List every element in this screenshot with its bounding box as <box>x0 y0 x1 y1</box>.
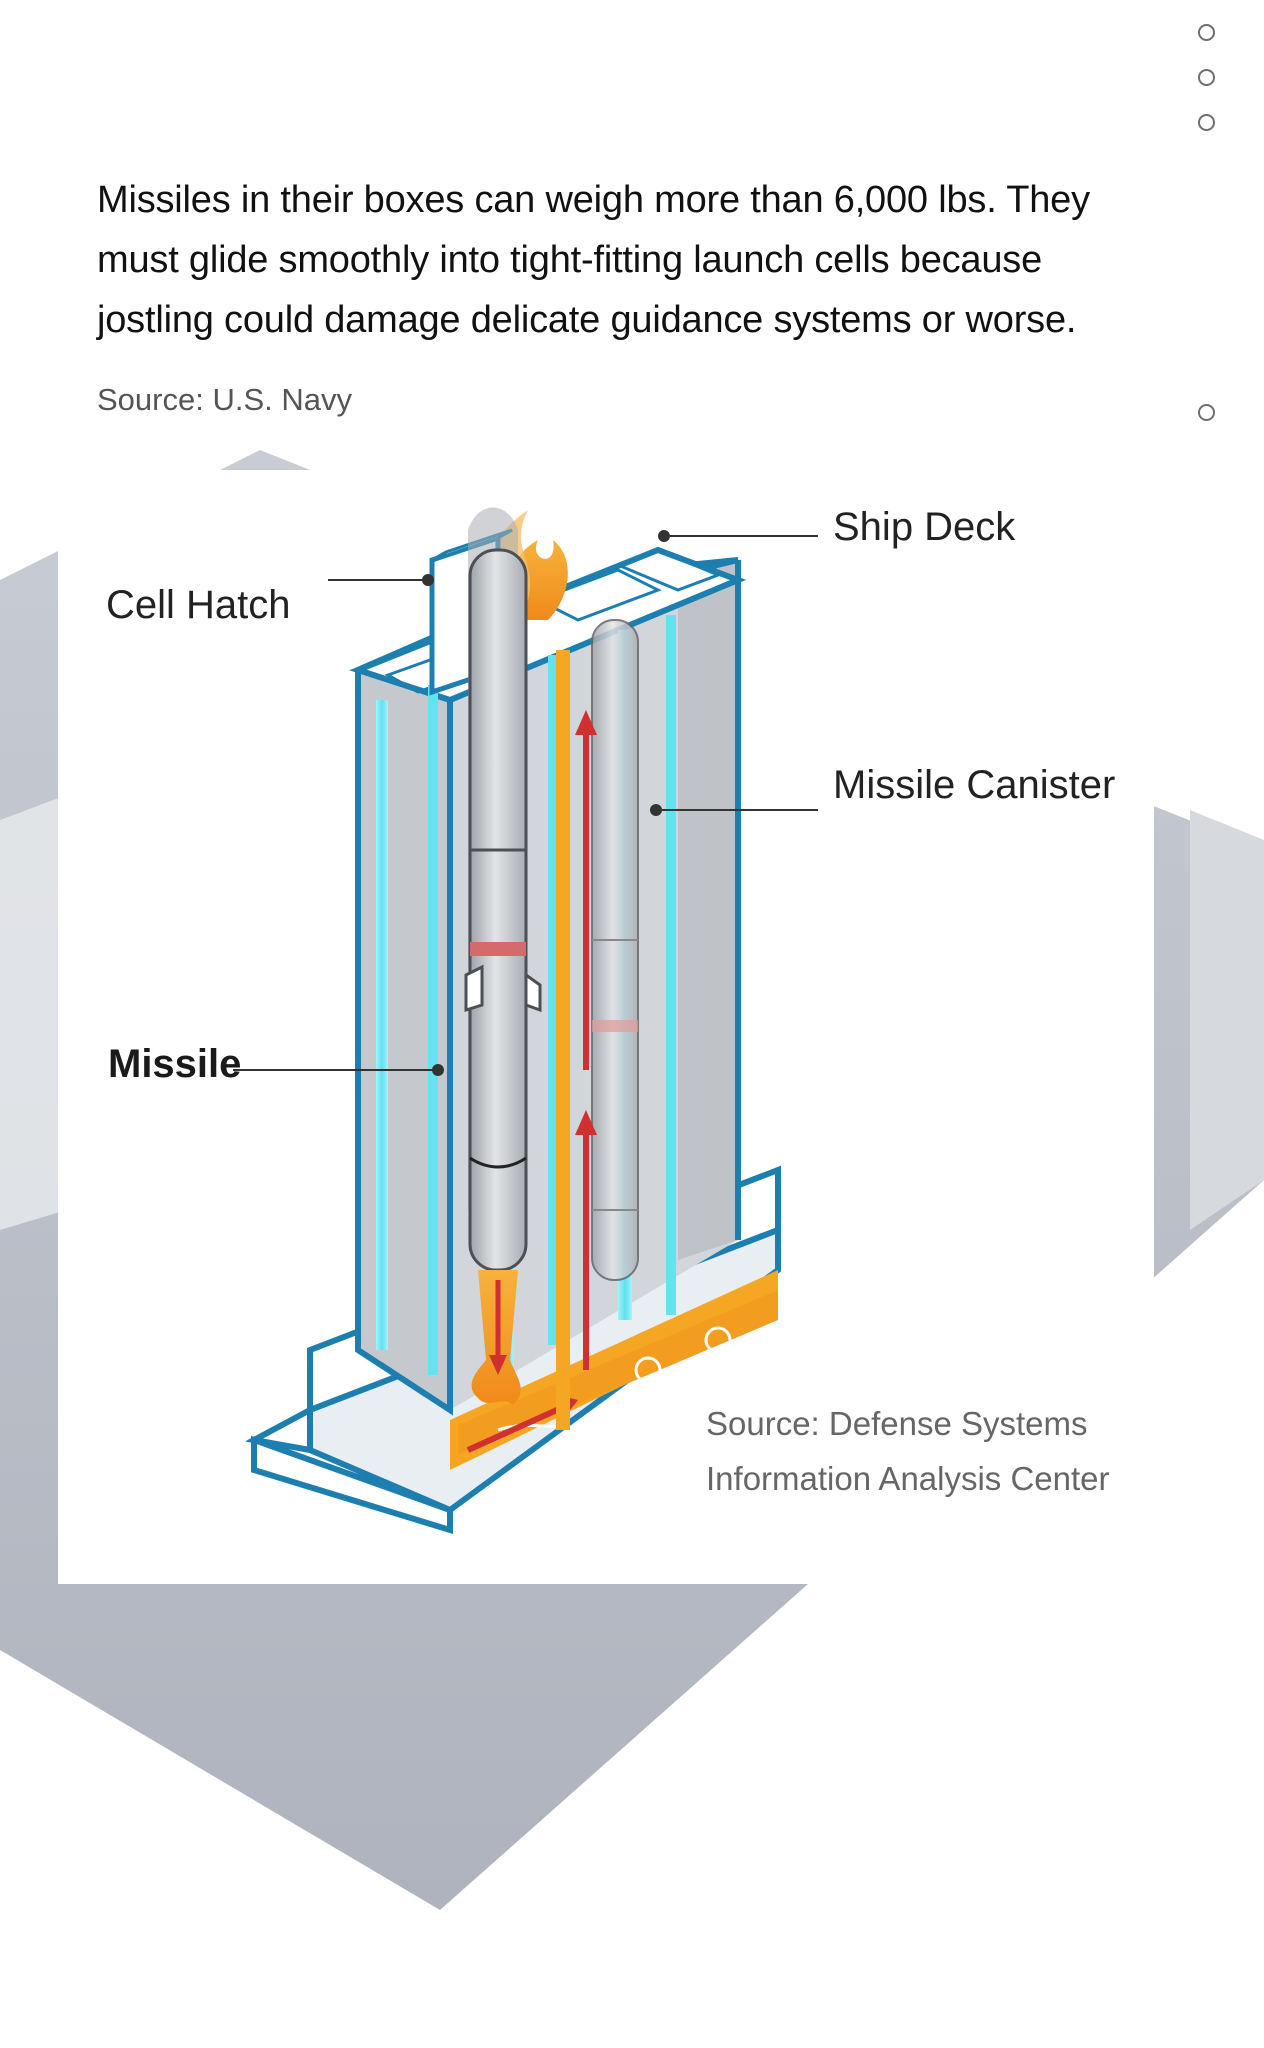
main-missile <box>464 507 542 1272</box>
leader-lines <box>233 530 818 1076</box>
cell-front-frame <box>355 560 741 1410</box>
source-credit-top: Source: U.S. Navy <box>97 382 352 417</box>
source-line-2: Information Analysis Center <box>706 1460 1110 1497</box>
label-missile-canister: Missile Canister <box>833 763 1116 807</box>
nav-dot-4[interactable] <box>1198 404 1215 421</box>
caption-text: Missiles in their boxes can weigh more t… <box>97 179 1090 341</box>
nav-dot-1[interactable] <box>1198 24 1215 41</box>
nav-dot-2[interactable] <box>1198 69 1215 86</box>
nav-dot-3[interactable] <box>1198 114 1215 131</box>
source-credit-diagram: Source: Defense Systems Information Anal… <box>706 1396 1166 1506</box>
flow-arrows <box>575 710 597 1370</box>
launch-cell-diagram <box>233 507 818 1535</box>
label-missile: Missile <box>108 1042 242 1086</box>
missile-exhaust <box>471 1270 521 1405</box>
second-missile <box>591 619 639 1281</box>
source-line-1: Source: Defense Systems <box>706 1405 1088 1442</box>
label-cell-hatch: Cell Hatch <box>106 583 291 627</box>
label-ship-deck: Ship Deck <box>833 505 1016 549</box>
